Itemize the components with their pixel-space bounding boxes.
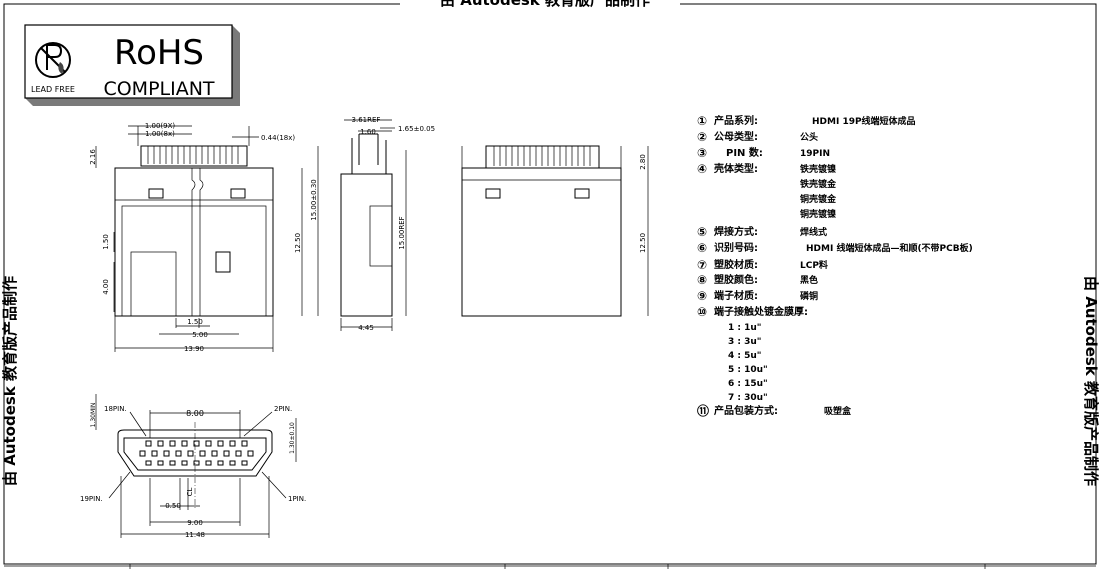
dim-total-h: 15.00±0.30	[310, 179, 318, 221]
rohs-logo: LEAD FREE RoHS COMPLIANT	[24, 24, 240, 106]
spec-3-value: 19PIN	[800, 149, 830, 159]
spec-6-num: ⑥	[697, 241, 707, 255]
spec-5-value: 焊线式	[800, 226, 827, 238]
watermark-top: 由 Autodesk 教育版产品制作	[440, 0, 650, 9]
spec-7-num: ⑦	[697, 258, 707, 272]
dim-lower-h: 4.00	[102, 279, 110, 295]
back-view: 2.80 12.50	[461, 145, 649, 317]
pin-row-back	[493, 146, 591, 166]
spec-list: ① 产品系列: HDMI 19P线端短体成品 ② 公母类型: 公头 ③ PIN …	[697, 114, 973, 418]
plating-item: 5 : 10u"	[728, 365, 768, 375]
dim-window-h: 1.50	[102, 234, 110, 250]
face-view: 1.30MIN 18PIN. 8.00 2PIN. 1.30±0.10	[80, 394, 306, 539]
lead-free-label: LEAD FREE	[31, 85, 75, 94]
spec-8-value: 黑色	[800, 274, 818, 286]
spec-8-num: ⑧	[697, 273, 707, 287]
dim-pitch-9x: 1.00(9X)	[145, 122, 176, 130]
pin19-label: 19PIN.	[80, 495, 103, 503]
front-view: 1.00(9X) 1.00(8x) 0.44(18x) 2.16 1.50	[89, 122, 319, 353]
dim-face-outer: 11.48	[185, 531, 205, 539]
pin1-label: 1PIN.	[288, 495, 306, 503]
dim-body-h: 12.50	[294, 233, 302, 253]
spec-9-num: ⑨	[697, 289, 707, 303]
spec-1-num: ①	[697, 114, 707, 128]
spec-2-value: 公头	[800, 131, 818, 143]
plating-item: 4 : 5u"	[728, 351, 762, 361]
spec-2-label: 公母类型:	[714, 130, 758, 143]
dim-back-body: 12.50	[639, 233, 647, 253]
dim-face-pin: 0.50	[165, 502, 181, 510]
face-pin-row-low	[145, 460, 248, 466]
pin18-label: 18PIN.	[104, 405, 127, 413]
spec-11-label: 产品包装方式:	[714, 404, 778, 417]
watermark-right: 由 Autodesk 教育版产品制作	[1082, 276, 1100, 486]
spec-7-value: LCP料	[800, 259, 828, 271]
spec-11-value: 吸塑盒	[824, 405, 852, 417]
lead-free-icon	[35, 42, 71, 78]
spec-4-value-2: 铁壳镀金	[800, 178, 837, 190]
dim-face-h: 1.30MIN	[90, 403, 97, 428]
spec-3-num: ③	[697, 146, 707, 160]
dim-pin-width: 0.44(18x)	[261, 134, 295, 142]
dim-face-inner: 9.00	[187, 519, 203, 527]
pin2-label: 2PIN.	[274, 405, 292, 413]
dim-mid-w: 5.00	[192, 331, 208, 339]
spec-5-label: 焊接方式:	[714, 225, 758, 238]
side-view: 3.61REF 1.60 1.65±0.05 15.00REF 4.45	[340, 116, 435, 332]
plating-item: 1 : 1u"	[728, 323, 762, 333]
spec-6-value: HDMI 线端短体成品—和顺(不带PCB板)	[806, 242, 973, 254]
watermark-left: 由 Autodesk 教育版产品制作	[1, 276, 19, 486]
spec-11-num: ⑪	[697, 403, 709, 418]
spec-7-label: 塑胶材质:	[714, 258, 758, 271]
face-pin-row-mid	[139, 450, 254, 457]
spec-10-num: ⑩	[697, 305, 707, 319]
dim-back-top: 2.80	[639, 154, 647, 170]
spec-4-label: 壳体类型:	[713, 162, 758, 175]
dim-side-d: 4.45	[358, 324, 374, 332]
spec-4-value-1: 铁壳镀镍	[800, 163, 836, 175]
dim-face-h2: 1.30±0.10	[289, 422, 296, 454]
plating-item: 3 : 3u"	[728, 337, 762, 347]
face-pin-row-top	[145, 440, 248, 447]
spec-8-label: 塑胶颜色:	[714, 273, 758, 286]
spec-3-label: PIN 数:	[726, 146, 763, 159]
dim-total-w: 13.90	[184, 345, 204, 353]
dim-side-t: 1.65±0.05	[398, 125, 435, 133]
dim-top-h: 2.16	[89, 149, 97, 165]
dim-face-pitch: 8.00	[186, 409, 204, 418]
spec-1-label: 产品系列:	[714, 114, 758, 127]
spec-1-value: HDMI 19P线端短体成品	[812, 115, 916, 127]
rohs-title: RoHS	[114, 33, 204, 73]
compliant-label: COMPLIANT	[103, 78, 214, 100]
dim-inner-w: 1.50	[187, 318, 203, 326]
plating-item: 7 : 30u"	[728, 393, 768, 403]
spec-5-num: ⑤	[697, 225, 707, 239]
spec-10-label: 端子接触处镀金膜厚:	[714, 305, 808, 318]
dim-side-w: 1.60	[360, 128, 376, 136]
dim-pitch-8x: 1.00(8x)	[145, 130, 175, 138]
centerline-mark: CL	[186, 488, 194, 497]
spec-4-value-3: 铜壳镀金	[800, 193, 837, 205]
spec-4-num: ④	[697, 162, 707, 176]
dim-side-h: 15.00REF	[398, 216, 406, 249]
spec-4-value-4: 铜壳镀镍	[800, 208, 836, 220]
spec-6-label: 识别号码:	[714, 241, 758, 254]
spec-9-value: 磷铜	[800, 290, 818, 302]
dim-side-ref: 3.61REF	[352, 116, 381, 124]
pin-row-top	[140, 145, 248, 167]
plating-item: 6 : 15u"	[728, 379, 768, 389]
plating-list: 1 : 1u" 3 : 3u" 4 : 5u" 5 : 10u" 6 : 15u…	[728, 323, 768, 403]
spec-2-num: ②	[697, 130, 707, 144]
spec-9-label: 端子材质:	[714, 289, 758, 302]
